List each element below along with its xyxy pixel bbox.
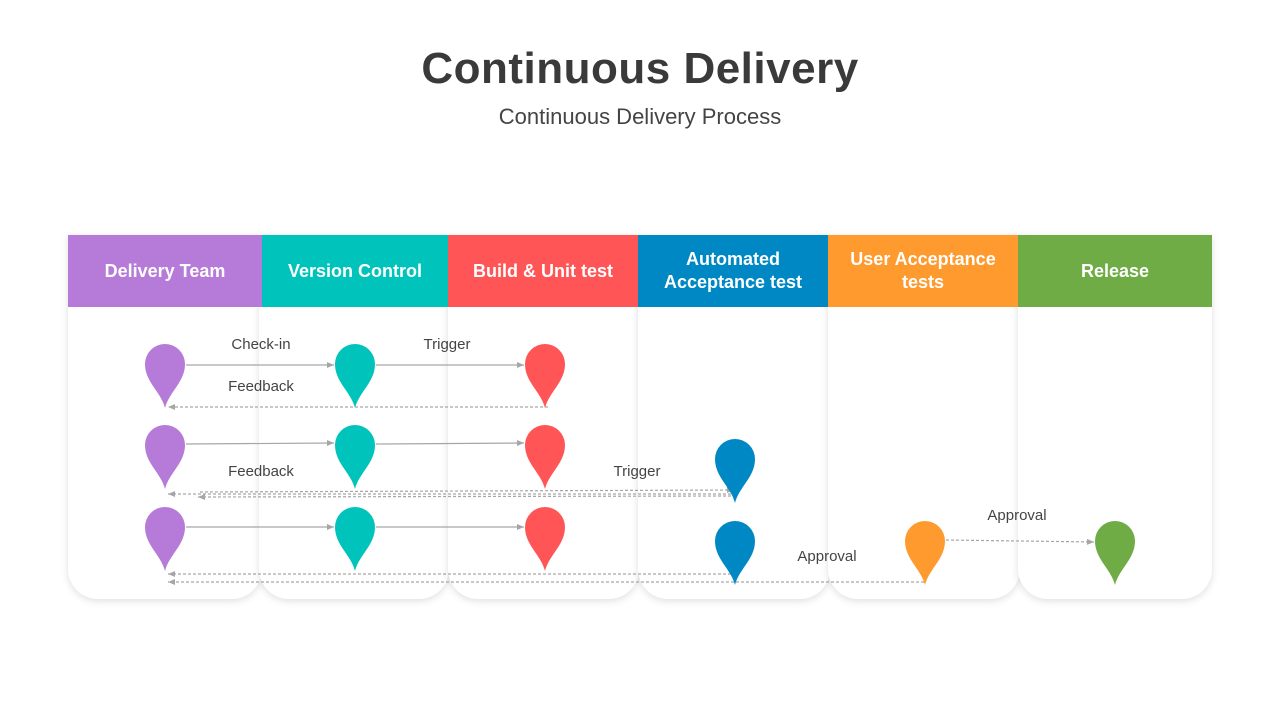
header-automated-acceptance: Automated Acceptance test	[638, 235, 828, 307]
map-pin-icon	[1095, 521, 1135, 585]
map-pin-icon	[525, 507, 565, 571]
arrow-row2-b	[375, 440, 525, 447]
label-trigger: Trigger	[424, 336, 471, 353]
label-approval: Approval	[797, 548, 856, 565]
header-version-control: Version Control	[262, 235, 448, 307]
map-pin-icon	[905, 521, 945, 585]
label-trigger: Trigger	[614, 463, 661, 480]
arrow-row2-a	[185, 440, 335, 447]
map-pin-icon	[145, 344, 185, 408]
header-release: Release	[1018, 235, 1212, 307]
map-pin-icon	[715, 521, 755, 585]
header-label: Build & Unit test	[473, 260, 613, 281]
header-label: Automated Acceptance test	[663, 249, 803, 292]
map-pin-icon	[145, 425, 185, 489]
page-title: Continuous Delivery	[421, 44, 859, 93]
map-pin-icon	[335, 344, 375, 408]
header-label: User Acceptance tests	[850, 249, 996, 292]
label-feedback: Feedback	[228, 378, 294, 395]
header-label: Release	[1080, 260, 1150, 281]
header-user-acceptance: User Acceptance tests	[828, 235, 1018, 307]
arrow-approval-release	[945, 538, 1095, 545]
map-pin-icon	[715, 439, 755, 503]
label-check-in: Check-in	[231, 336, 290, 353]
arrow-row2-feedback-b	[197, 493, 737, 500]
map-pin-icon	[525, 344, 565, 408]
header-label: Delivery Team	[104, 260, 226, 281]
map-pin-icon	[145, 507, 185, 571]
page-subtitle: Continuous Delivery Process	[498, 104, 782, 129]
label-feedback: Feedback	[228, 463, 294, 480]
header-build-unit-test: Build & Unit test	[448, 235, 638, 307]
map-pin-icon	[525, 425, 565, 489]
label-approval: Approval	[987, 507, 1046, 524]
header-delivery-team: Delivery Team	[68, 235, 262, 307]
header-label: Version Control	[287, 260, 422, 281]
map-pin-icon	[335, 425, 375, 489]
map-pin-icon	[335, 507, 375, 571]
arrow-row2-trigger	[199, 487, 735, 494]
